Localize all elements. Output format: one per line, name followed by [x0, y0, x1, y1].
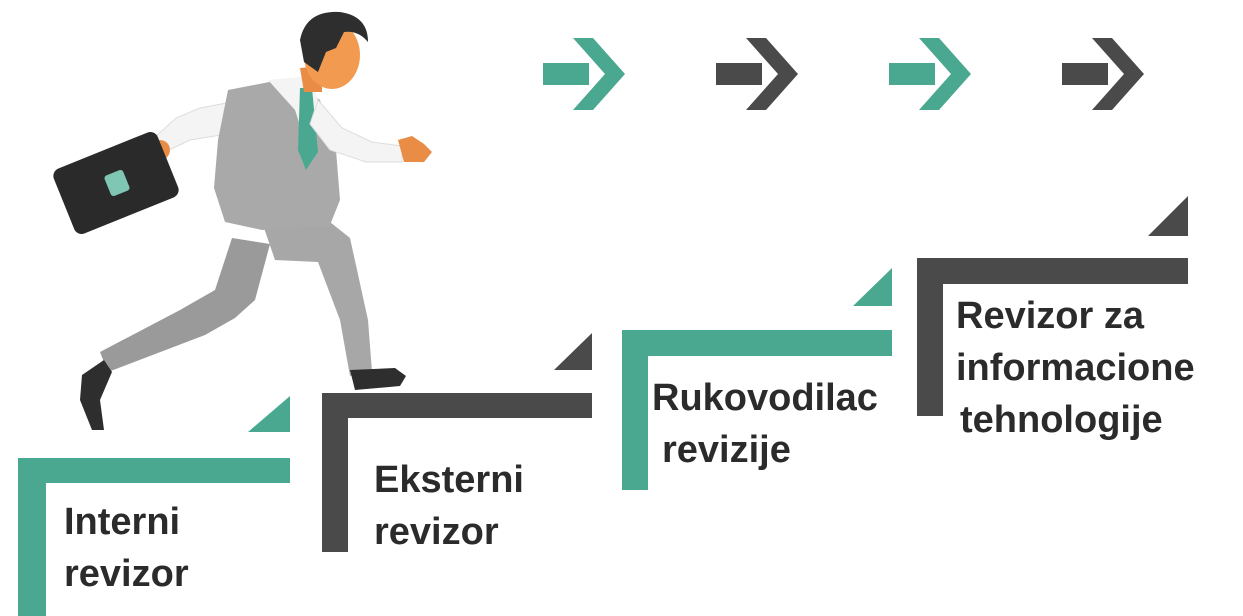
arrow-row: [543, 38, 1144, 110]
step-label-line: Eksterni: [374, 459, 524, 501]
step-label-line: tehnologije: [960, 399, 1163, 441]
businessman-illustration: [53, 11, 432, 430]
arrow-right-icon: [1062, 38, 1144, 110]
step-label-line: revizor: [64, 553, 189, 595]
step-1-shape: [18, 396, 290, 616]
step-label-line: revizor: [374, 511, 499, 553]
arrow-right-icon: [716, 38, 798, 110]
step-4-shape: [917, 196, 1188, 416]
step-label-rukovodilac-revizije: Rukovodilac revizije: [652, 372, 878, 476]
step-label-line: Revizor za: [956, 295, 1144, 337]
step-label-line: Interni: [64, 501, 181, 543]
step-label-line: revizije: [662, 429, 791, 471]
arrow-right-icon: [889, 38, 971, 110]
briefcase-icon: [53, 131, 179, 235]
step-3-shape: [622, 268, 892, 490]
step-label-line: Rukovodilac: [652, 377, 878, 419]
step-label-revizor-it: Revizor za informacione tehnologije: [956, 290, 1195, 446]
step-label-interni-revizor: Interni revizor: [64, 496, 189, 600]
step-label-eksterni-revizor: Eksterni revizor: [374, 454, 524, 558]
step-2-shape: [322, 333, 592, 552]
arrow-right-icon: [543, 38, 625, 110]
step-label-line: informacione: [956, 347, 1195, 389]
